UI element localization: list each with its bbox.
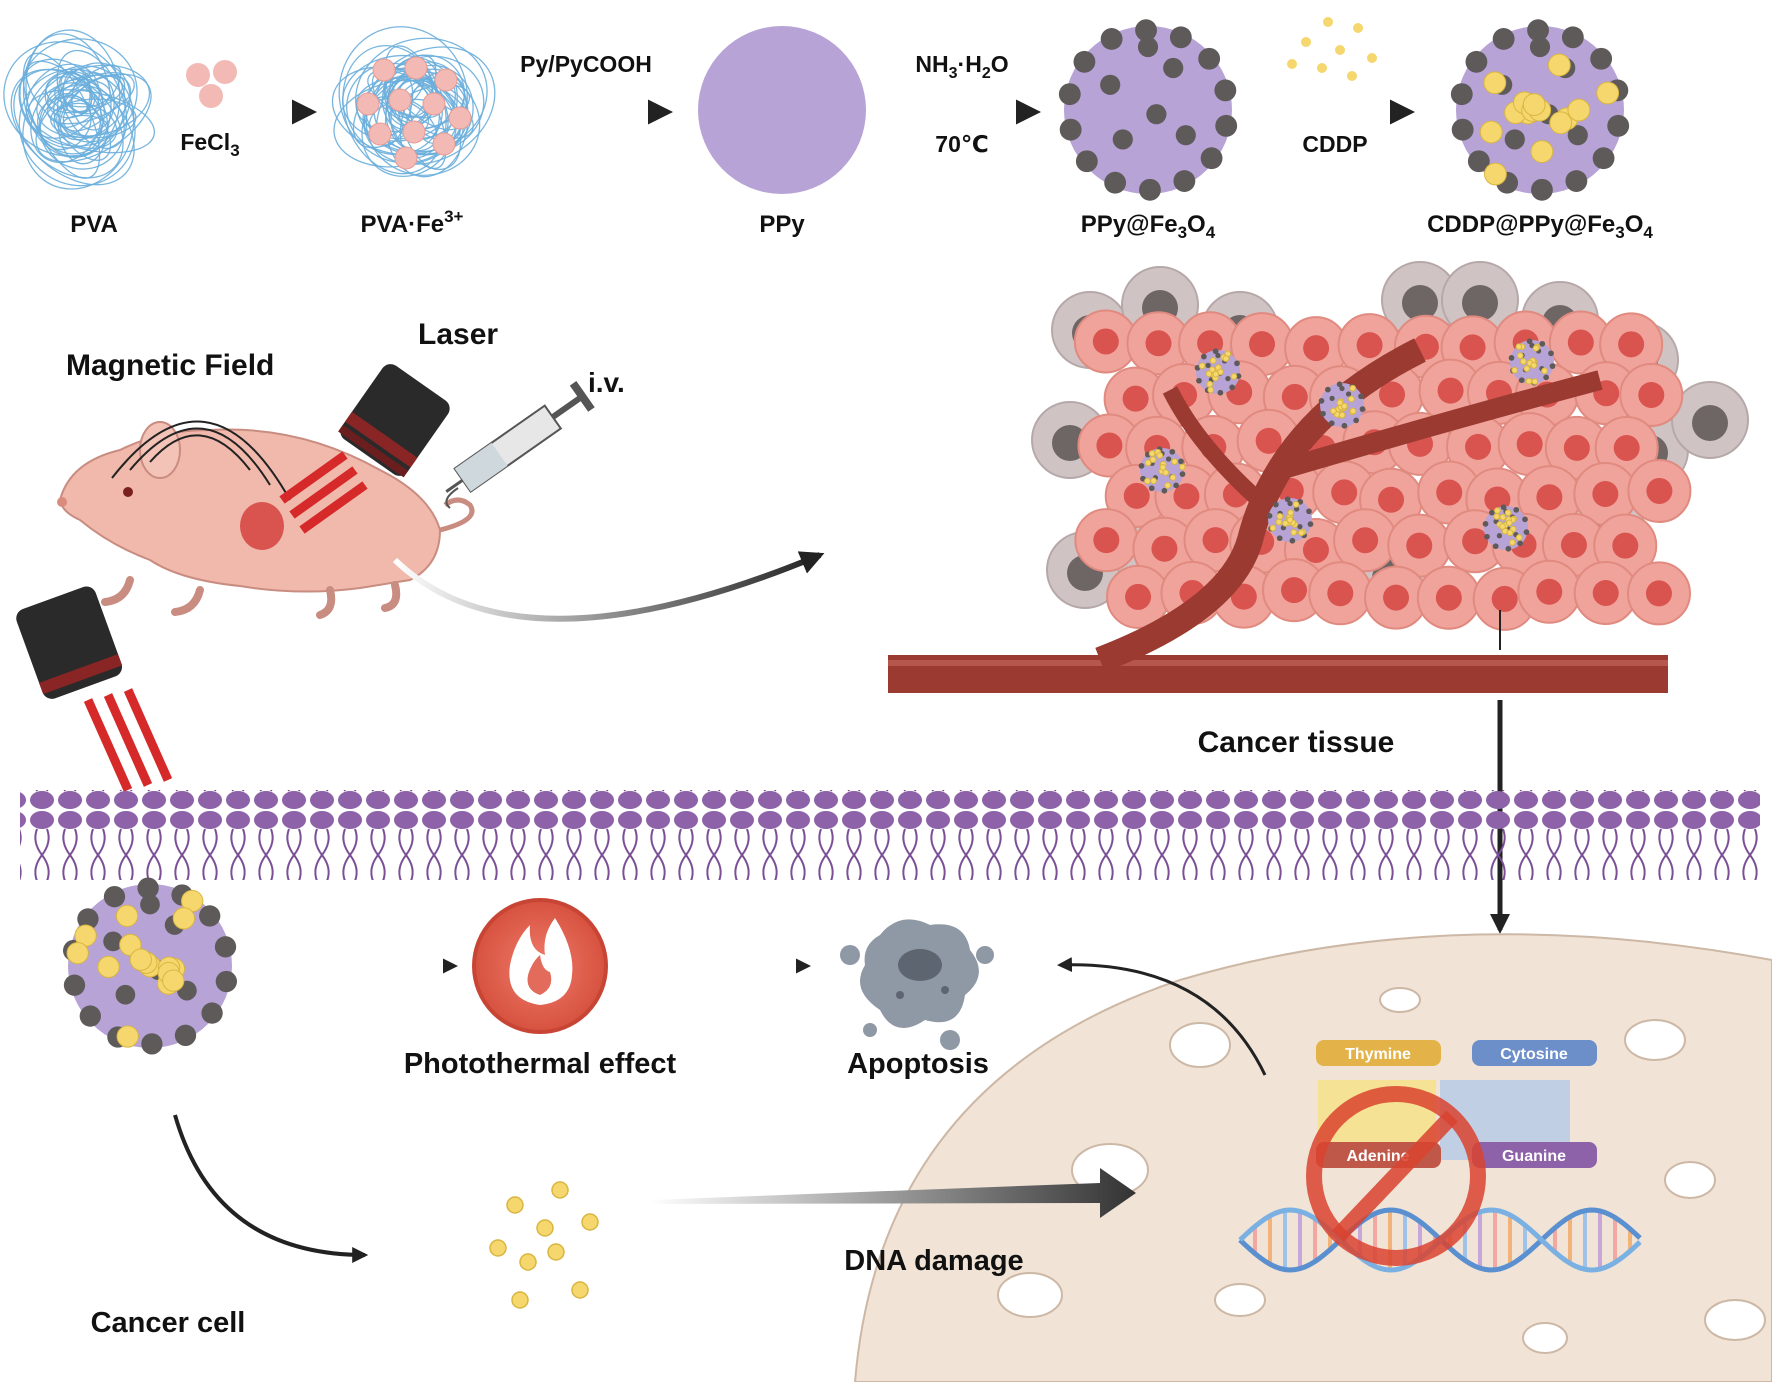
pva-label: PVA (70, 211, 118, 238)
laser-device-bottom (16, 586, 123, 699)
photothermal-label: Photothermal effect (404, 1048, 677, 1080)
cddp-ppy-fe3o4-label: CDDP@PPy@Fe3O4 (1427, 211, 1653, 242)
arrow-dna-to-apoptosis (1057, 957, 1267, 1076)
thymine-tag (1316, 1040, 1441, 1066)
curved-arrow-to-drug (173, 1114, 369, 1263)
pva-coil-icon (3, 29, 156, 190)
cell-nanoparticle (62, 877, 238, 1055)
nh3-h2o-label: NH3·H2O (915, 51, 1008, 82)
synthesis-row: PVA FeCl3 PVA·Fe3+ Py/PyCOOH PPy NH3·H2O… (3, 17, 1653, 242)
ppy-fe3o4-particle (1058, 19, 1238, 201)
cytosine-label: Cytosine (1500, 1046, 1568, 1063)
guanine-tag (1472, 1142, 1597, 1168)
adenine-label: Adenine (1346, 1148, 1409, 1165)
temperature-label: 70℃ (935, 131, 988, 157)
fe3-ions-icon (186, 60, 237, 108)
mouse-panel: Magnetic Field Laser i.v. (16, 318, 825, 792)
cell-membrane (20, 790, 1760, 880)
cell-panel: Thymine Cytosine Adenine Guanine Phototh… (62, 877, 1772, 1382)
cddp-label: CDDP (1302, 131, 1367, 157)
py-pycooh-label: Py/PyCOOH (520, 51, 652, 77)
thymine-label: Thymine (1345, 1046, 1411, 1063)
arrow-to-dna (650, 1168, 1136, 1218)
syringe-icon (445, 381, 595, 494)
cancer-cell-label: Cancer cell (91, 1307, 246, 1339)
cddp-ppy-fe3o4-particle (1450, 19, 1630, 201)
magnetic-field-label: Magnetic Field (66, 349, 274, 382)
curved-arrow-to-tissue (392, 551, 825, 622)
laser-beam-bottom (83, 688, 173, 792)
pva-fe-coil-icon (331, 26, 496, 178)
nuclear-pores (997, 987, 1766, 1354)
dna-damage-label: DNA damage (844, 1245, 1023, 1277)
pva-fe-label: PVA·Fe3+ (361, 207, 464, 238)
ppy-label: PPy (759, 211, 805, 238)
laser-device-top (338, 364, 450, 478)
ppy-fe3o4-label: PPy@Fe3O4 (1081, 211, 1216, 242)
guanine-label: Guanine (1502, 1148, 1566, 1165)
cancer-tissue-label: Cancer tissue (1198, 726, 1395, 759)
free-cddp-dots (489, 1181, 599, 1309)
apoptosis-label: Apoptosis (847, 1048, 989, 1080)
base-pair-blocks: Thymine Cytosine Adenine Guanine (1316, 1040, 1597, 1168)
mouse-icon (57, 420, 475, 619)
flame-icon (472, 898, 608, 1034)
ppy-sphere (698, 26, 866, 194)
cytosine-tag (1472, 1040, 1597, 1066)
fecl3-label: FeCl3 (180, 129, 239, 160)
cancer-tissue: Cancer tissue (888, 261, 1749, 934)
laser-beam-top (279, 451, 368, 534)
laser-label: Laser (418, 318, 498, 351)
cddp-drug-dots (1287, 17, 1377, 81)
iv-label: i.v. (588, 367, 625, 398)
prohibition-icon (1306, 1086, 1486, 1266)
apoptotic-cell-icon (840, 919, 994, 1050)
